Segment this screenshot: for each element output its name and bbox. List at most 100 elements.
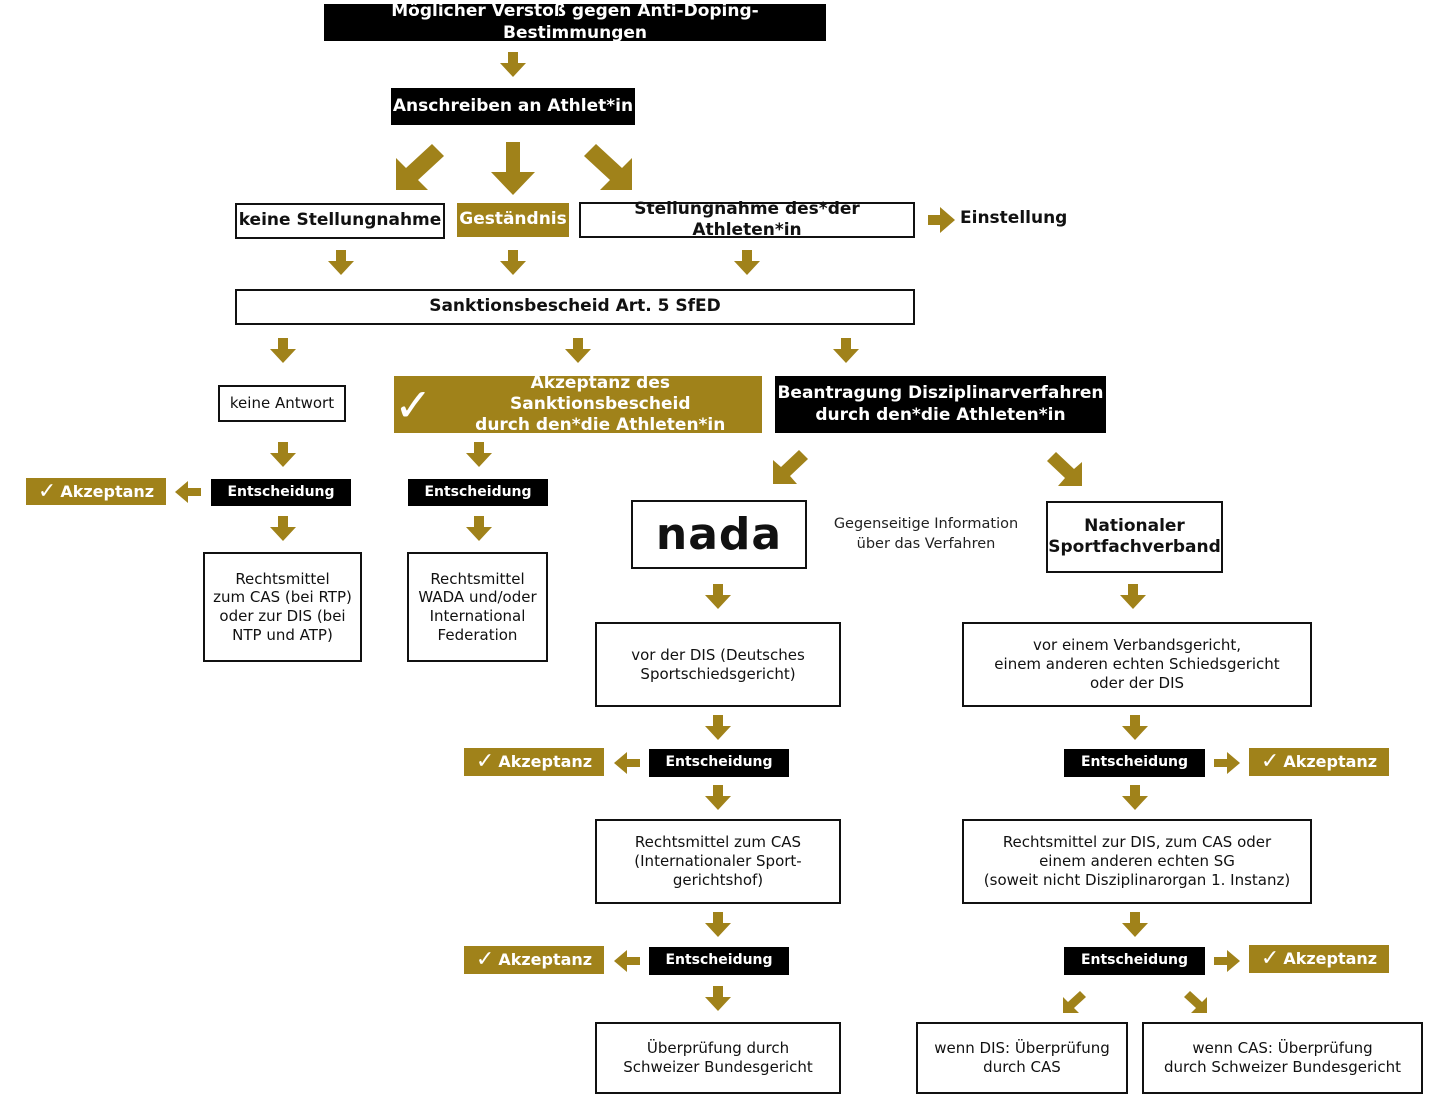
acceptance-badge-nada-2: ✓ Akzeptanz (464, 946, 604, 974)
decision-box-nada-1: Entscheidung (649, 749, 789, 777)
federation-line1: Nationaler (1084, 515, 1185, 536)
federation-court-line: oder der DIS (1089, 673, 1185, 692)
federation-remedy-line: Rechtsmittel zur DIS, zum CAS oder (1002, 833, 1272, 852)
mid-remedy-line: International (429, 607, 526, 625)
left-remedy-line: oder zur DIS (bei (219, 607, 346, 625)
left-remedy-line: zum CAS (bei RTP) (213, 588, 352, 607)
arrow-down-right-icon (1184, 991, 1207, 1013)
dis-review-box: wenn DIS: Überprüfung durch CAS (916, 1022, 1128, 1094)
arrow-down-icon (270, 516, 296, 541)
federation-remedy-line: einem anderen echten SG (1039, 852, 1235, 871)
arrow-right-icon (1214, 752, 1240, 774)
federation-box: Nationaler Sportfachverband (1046, 501, 1223, 573)
decision-box-nada-2: Entscheidung (649, 947, 789, 975)
cas-review-line: wenn CAS: Überprüfung (1192, 1039, 1373, 1058)
mutual-information-line1: Gegenseitige Information (833, 516, 1019, 532)
checkmark-icon: ✓ (1260, 749, 1280, 775)
arrow-down-icon (270, 338, 296, 363)
arrow-down-icon (705, 986, 731, 1011)
decision-label: Entscheidung (424, 483, 532, 500)
acceptance-label: Akzeptanz (1283, 752, 1378, 771)
no-answer-box: keine Antwort (218, 385, 346, 422)
decision-box-fed-1: Entscheidung (1064, 749, 1205, 777)
statement-box: Stellungnahme des*der Athleten*in (579, 199, 915, 240)
acceptance-sanction-box: ✓ Akzeptanz des Sanktionsbescheid durch … (394, 372, 762, 436)
arrow-down-icon (833, 338, 859, 363)
disciplinary-request-box: Beantragung Disziplinarverfahren durch d… (775, 376, 1106, 433)
statement-text: Stellungnahme des*der Athleten*in (634, 198, 860, 240)
arrow-right-icon (928, 207, 955, 233)
federation-remedy-box: Rechtsmittel zur DIS, zum CAS oder einem… (962, 819, 1312, 904)
cas-review-line: durch Schweizer Bundesgericht (1164, 1058, 1401, 1076)
mutual-information-line2: über das Verfahren (856, 536, 996, 553)
arrow-down-icon (500, 250, 526, 275)
acceptance-label: Akzeptanz (60, 481, 155, 501)
arrow-down-left-icon (773, 450, 808, 484)
dis-line: Sportschiedsgericht) (640, 664, 796, 683)
cas-remedy-box: Rechtsmittel zum CAS (Internationaler Sp… (595, 819, 841, 904)
confession-text: Geständnis (459, 209, 567, 230)
decision-label: Entscheidung (1080, 754, 1189, 771)
letter-text: Anschreiben an Athlet*in (392, 95, 634, 116)
arrow-down-icon (565, 338, 591, 363)
federation-line2: Sportfachverband (1048, 537, 1221, 557)
arrow-down-icon (328, 250, 354, 275)
decision-label: Entscheidung (665, 754, 773, 771)
decision-label: Entscheidung (1080, 952, 1189, 969)
dis-box: vor der DIS (Deutsches Sportschiedsgeric… (595, 622, 841, 707)
mutual-information-text: Gegenseitige Information über das Verfah… (815, 514, 1037, 555)
mid-remedy-line: WADA und/oder (418, 588, 537, 607)
acceptance-label: Akzeptanz (498, 752, 593, 771)
sanction-text: Sanktionsbescheid Art. 5 SfED (429, 296, 721, 317)
arrow-down-icon (466, 442, 492, 467)
dis-review-line: wenn DIS: Überprüfung (934, 1039, 1110, 1058)
left-remedy-box: Rechtsmittel zum CAS (bei RTP) oder zur … (203, 552, 362, 662)
checkmark-icon: ✓ (475, 749, 495, 775)
acceptance-label: Akzeptanz (1283, 949, 1378, 968)
arrow-down-icon (466, 516, 492, 541)
acceptance-badge-left: ✓ Akzeptanz (26, 478, 166, 505)
acceptance-sanction-line2: durch den*die Athleten*in (475, 415, 726, 436)
arrow-down-icon (1122, 912, 1148, 937)
arrow-down-right-icon (584, 144, 632, 190)
mid-remedy-box: Rechtsmittel WADA und/oder International… (407, 552, 548, 662)
start-title-box: Möglicher Verstoß gegen Anti-Doping-Best… (324, 1, 826, 43)
arrow-down-icon (500, 52, 526, 77)
dismissal-label: Einstellung (960, 203, 1072, 235)
acceptance-badge-fed-2: ✓ Akzeptanz (1249, 945, 1389, 973)
left-remedy-line: Rechtsmittel (235, 569, 330, 588)
no-answer-text: keine Antwort (229, 394, 335, 413)
federation-court-line: einem anderen echten Schiedsgericht (994, 655, 1280, 674)
cas-remedy-line: (Internationaler Sport- (634, 852, 802, 871)
dis-line: vor der DIS (Deutsches (631, 645, 805, 664)
disciplinary-request-line1: Beantragung Disziplinarverfahren (777, 383, 1104, 404)
acceptance-badge-fed-1: ✓ Akzeptanz (1249, 748, 1389, 776)
acceptance-sanction-line1: Akzeptanz des Sanktionsbescheid (510, 372, 691, 414)
arrow-down-left-icon (396, 144, 444, 190)
arrow-down-icon (734, 250, 760, 275)
federal-court-review-line: Überprüfung durch (646, 1039, 790, 1058)
sanction-box: Sanktionsbescheid Art. 5 SfED (235, 289, 915, 325)
checkmark-icon: ✓ (1260, 946, 1280, 972)
checkmark-icon: ✓ (37, 478, 57, 504)
checkmark-icon: ✓ (394, 377, 433, 432)
start-title: Möglicher Verstoß gegen Anti-Doping-Best… (391, 1, 759, 43)
cas-remedy-line: gerichtshof) (672, 870, 764, 889)
arrow-down-icon (1122, 785, 1148, 810)
arrow-down-icon (1120, 584, 1146, 609)
cas-review-box: wenn CAS: Überprüfung durch Schweizer Bu… (1142, 1022, 1423, 1094)
federation-remedy-line: (soweit nicht Disziplinarorgan 1. Instan… (983, 870, 1291, 889)
arrow-down-right-icon (1047, 452, 1082, 486)
arrow-down-icon (491, 142, 535, 195)
no-statement-text: keine Stellungnahme (238, 210, 442, 231)
cas-remedy-line: Rechtsmittel zum CAS (634, 833, 802, 852)
decision-label: Entscheidung (227, 483, 335, 500)
mid-remedy-line: Federation (437, 625, 518, 644)
arrow-left-icon (175, 481, 201, 503)
dis-review-line: durch CAS (983, 1058, 1061, 1076)
acceptance-label: Akzeptanz (498, 950, 593, 969)
arrow-down-icon (705, 715, 731, 740)
letter-box: Anschreiben an Athlet*in (391, 88, 635, 125)
decision-box-fed-2: Entscheidung (1064, 947, 1205, 975)
confession-box: Geständnis (457, 203, 569, 237)
